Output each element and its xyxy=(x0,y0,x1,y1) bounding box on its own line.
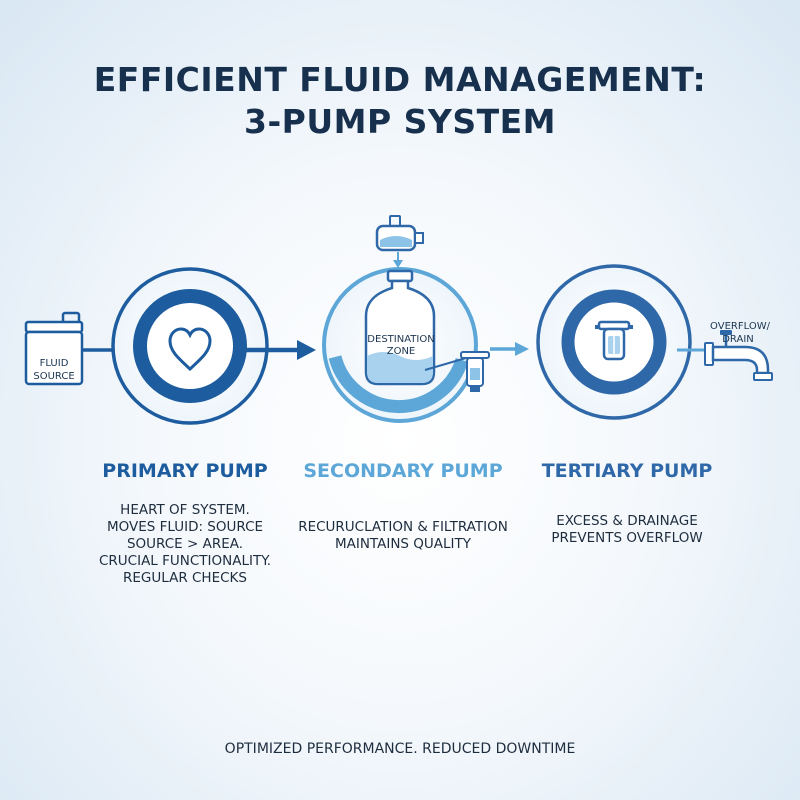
inlet-pump-icon xyxy=(375,215,424,268)
filter-icon xyxy=(595,320,633,361)
fluid-source-tank-icon: FLUID SOURCE xyxy=(24,311,84,386)
side-filter-icon xyxy=(424,351,490,392)
destination-zone-label-1: DESTINATION xyxy=(367,334,434,345)
drain-pipe-icon: OVERFLOW/ DRAIN xyxy=(704,321,773,381)
description-line: MOVES FLUID: SOURCE xyxy=(106,519,264,535)
destination-zone-label-2: ZONE xyxy=(387,346,416,357)
description-line: SOURCE > AREA. xyxy=(126,536,244,552)
overflow-drain-label-2: DRAIN xyxy=(722,334,754,345)
description-line: MAINTAINS QUALITY xyxy=(334,536,472,552)
flow-arrow-secondary-to-tertiary xyxy=(490,342,529,356)
heart-icon xyxy=(168,327,212,372)
description-line: HEART OF SYSTEM. xyxy=(120,502,250,518)
fluid-source-label-1: FLUID xyxy=(40,358,69,369)
description-line: EXCESS & DRAINAGE xyxy=(556,513,698,529)
description-line: PREVENTS OVERFLOW xyxy=(551,530,703,546)
secondary-pump-description: RECURUCLATION & FILTRATION MAINTAINS QUA… xyxy=(273,519,533,553)
secondary-pump-graphic: DESTINATION ZONE xyxy=(322,215,490,423)
page-title-line-1: EFFICIENT FLUID MANAGEMENT: xyxy=(93,60,707,99)
fluid-source-label-2: SOURCE xyxy=(33,371,74,382)
water-tank-icon: DESTINATION ZONE xyxy=(364,269,436,386)
tertiary-pump-graphic xyxy=(536,264,706,420)
secondary-pump-title: SECONDARY PUMP xyxy=(303,460,503,482)
primary-pump-title: PRIMARY PUMP xyxy=(102,460,268,482)
primary-pump-description: HEART OF SYSTEM. MOVES FLUID: SOURCE SOU… xyxy=(55,502,315,587)
page-title-line-2: 3-PUMP SYSTEM xyxy=(244,102,556,141)
footer-tagline: OPTIMIZED PERFORMANCE. REDUCED DOWNTIME xyxy=(224,741,576,757)
tertiary-pump-title: TERTIARY PUMP xyxy=(541,460,713,482)
overflow-drain-label-1: OVERFLOW/ xyxy=(710,321,771,332)
flow-arrow-primary-to-secondary xyxy=(240,340,316,360)
description-line: REGULAR CHECKS xyxy=(123,570,247,586)
description-line: CRUCIAL FUNCTIONALITY. xyxy=(98,553,272,569)
primary-pump-graphic xyxy=(111,267,269,425)
description-line: RECURUCLATION & FILTRATION xyxy=(298,519,508,535)
tertiary-pump-description: EXCESS & DRAINAGE PREVENTS OVERFLOW xyxy=(497,513,757,547)
